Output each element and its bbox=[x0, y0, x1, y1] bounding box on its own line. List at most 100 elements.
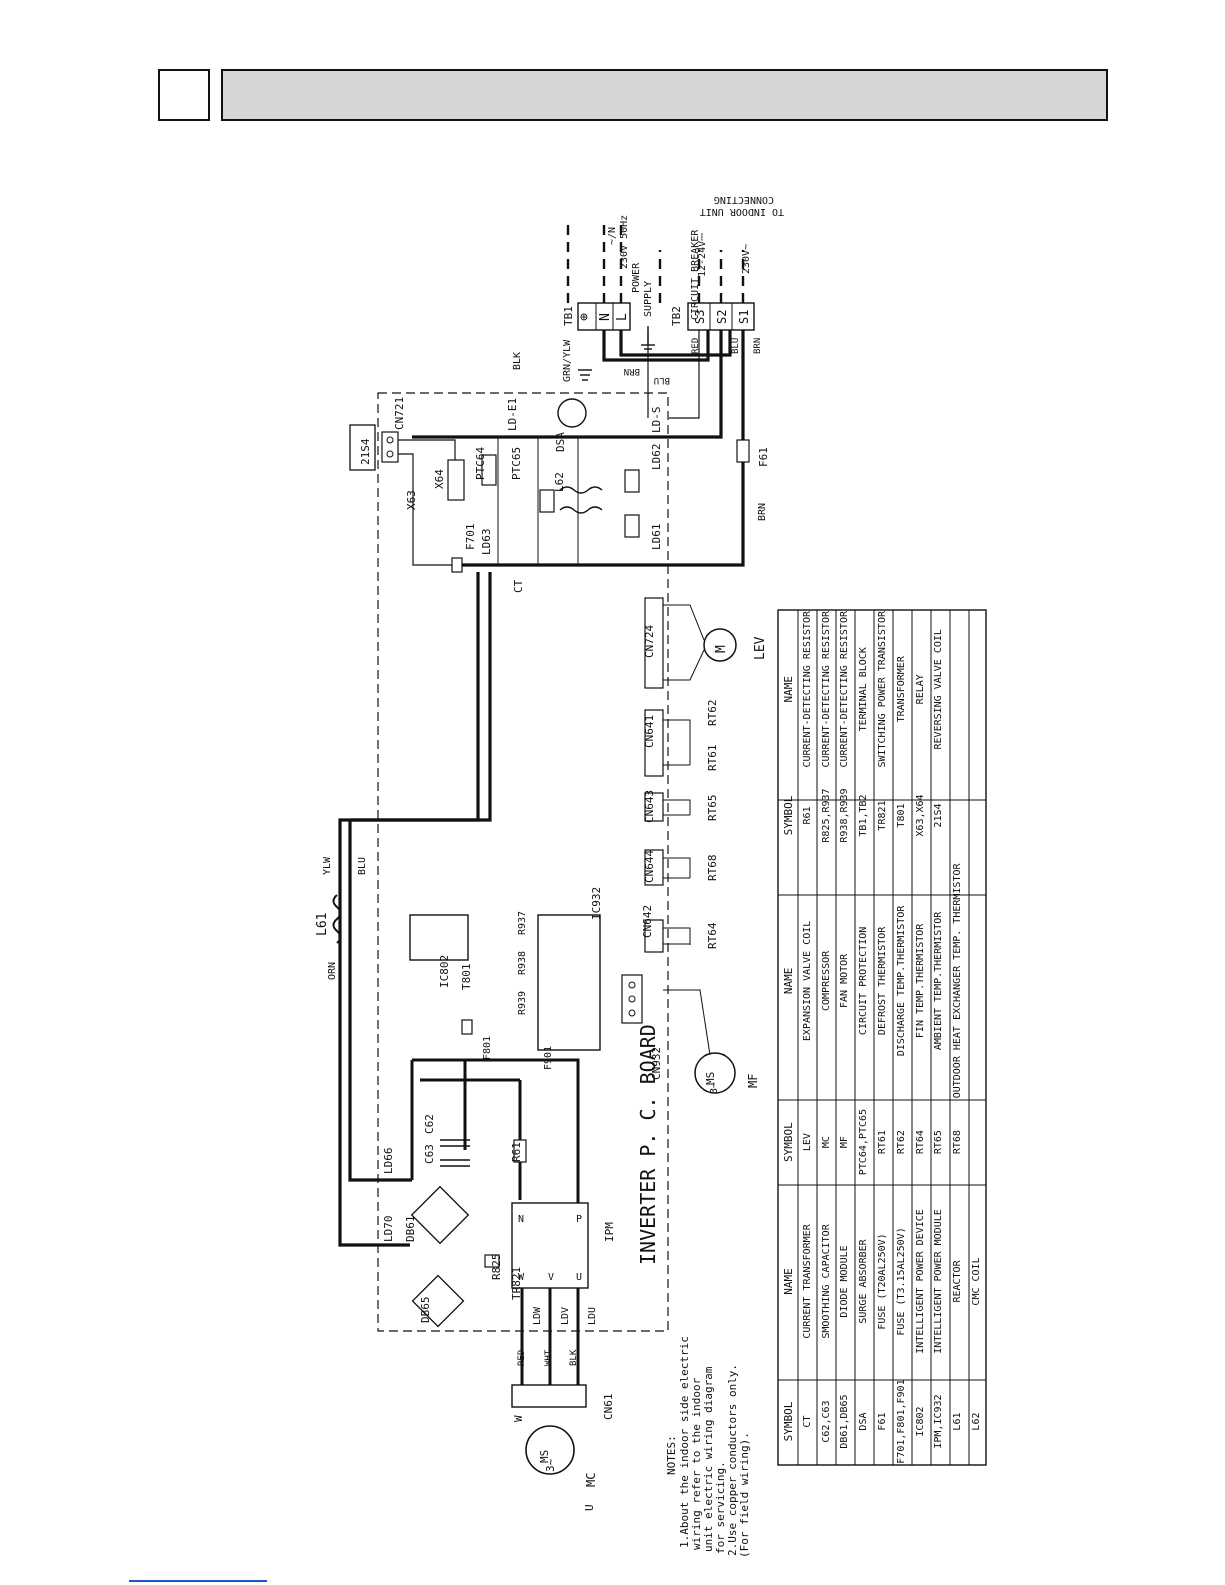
diode-module-db65: DB65 bbox=[411, 1274, 465, 1328]
th-name-3: NAME bbox=[781, 676, 795, 703]
brn-label-1: BRN bbox=[624, 366, 640, 376]
x64-label: X64 bbox=[433, 469, 446, 489]
db65-label: DB65 bbox=[419, 1297, 432, 1324]
dc-voltage-label: 12-24V⎓ bbox=[697, 233, 708, 277]
table-cell: RELAY bbox=[914, 674, 926, 705]
fan-3phase-label: 3~ bbox=[709, 1082, 720, 1094]
ic932-module: IC932 bbox=[537, 887, 603, 1051]
svg-text:POWER: POWER bbox=[631, 262, 642, 293]
lev-coil: M LEV bbox=[703, 628, 768, 662]
reactor-wires bbox=[338, 572, 492, 1247]
ipm-module: IPM N P W V U bbox=[511, 1202, 616, 1289]
table-cell: FIN TEMP.THERMISTOR bbox=[914, 923, 926, 1039]
table-cell bbox=[948, 769, 967, 863]
dc-bus bbox=[410, 1058, 580, 1203]
f901-label: F901 bbox=[543, 1046, 554, 1070]
f701-label: F701 bbox=[464, 524, 477, 551]
table-cell: AMBIENT TEMP.THERMISTOR bbox=[933, 911, 945, 1051]
table-cell: FUSE (T20AL250V) bbox=[877, 1233, 889, 1330]
svg-text:230V 50Hz: 230V 50Hz bbox=[619, 215, 630, 269]
r939-label: R939 bbox=[517, 991, 528, 1015]
f61-label: F61 bbox=[757, 447, 770, 467]
table-cell: FAN MOTOR bbox=[839, 953, 851, 1008]
fuse-f801: F801 bbox=[461, 1019, 493, 1060]
table-cell: TR821 bbox=[877, 800, 889, 831]
ac-voltage-label: 230V~ bbox=[741, 244, 752, 274]
table-cell: REVERSING VALVE COIL bbox=[933, 629, 945, 750]
s214-label: 21S4 bbox=[359, 438, 372, 465]
table-cell: R61 bbox=[801, 806, 813, 825]
tb2-terminal-s3: S3 bbox=[693, 310, 707, 324]
table-cell: INTELLIGENT POWER MODULE bbox=[933, 1209, 945, 1354]
ic802-module: IC802 bbox=[409, 914, 469, 988]
table-cell: SWITCHING POWER TRANSISTOR bbox=[877, 611, 889, 768]
cn724-label: CN724 bbox=[643, 625, 656, 658]
table-cell: F701,F801,F901 bbox=[895, 1379, 907, 1464]
red-label-tb: RED bbox=[691, 338, 701, 354]
table-cell: RT62 bbox=[895, 1130, 907, 1155]
table-cell: SMOOTHING CAPACITOR bbox=[820, 1224, 832, 1339]
table-cell: DSA bbox=[858, 1412, 870, 1431]
tb2-terminal-s1: S1 bbox=[737, 310, 751, 324]
compressor-motor: MS 3~ MC W U bbox=[512, 1415, 598, 1511]
connector-cn642: CN642 RT64 bbox=[641, 905, 719, 953]
ms-label: MS bbox=[538, 1450, 551, 1463]
brn-label-2: BRN bbox=[757, 503, 768, 521]
rt61-label: RT61 bbox=[706, 745, 719, 772]
rt68-label: RT68 bbox=[706, 855, 719, 882]
grn-ylw-label: GRN/YLW bbox=[562, 339, 573, 382]
table-cell: PTC64,PTC65 bbox=[858, 1108, 870, 1176]
table-cell: CURRENT-DETECTING RESISTOR bbox=[839, 611, 851, 768]
diode-module-db61: DB61 bbox=[404, 1185, 470, 1245]
table-cell: X63,X64 bbox=[914, 794, 926, 837]
connector-cn932: CN932 bbox=[621, 974, 663, 1080]
table-cell bbox=[967, 1099, 986, 1185]
th-name-1: NAME bbox=[781, 1268, 795, 1295]
mc-w-label: W bbox=[512, 1415, 525, 1422]
mc-u-label: U bbox=[583, 1504, 596, 1511]
reversing-valve-21s4: 21S4 bbox=[349, 424, 376, 471]
table-cell: INTELLIGENT POWER DEVICE bbox=[914, 1209, 926, 1354]
table-cell: IPM,IC932 bbox=[933, 1394, 945, 1449]
table-cell: DISCHARGE TEMP.THERMISTOR bbox=[895, 905, 907, 1057]
ptc65-label: PTC65 bbox=[510, 447, 523, 480]
notes-line-3: unit electric wiring diagram bbox=[702, 1366, 715, 1552]
rt62-label: RT62 bbox=[706, 700, 719, 727]
tb1-terminal-n: N bbox=[598, 313, 613, 321]
rt65-label: RT65 bbox=[706, 795, 719, 822]
field-wiring bbox=[566, 220, 745, 303]
table-cell: CT bbox=[801, 1415, 813, 1428]
r938-label: R938 bbox=[517, 951, 528, 975]
cn61-label: CN61 bbox=[602, 1394, 615, 1421]
three-phase-label: 3~ bbox=[544, 1458, 557, 1472]
connector-cn644: CN644 RT68 bbox=[643, 849, 719, 886]
cn721-label: CN721 bbox=[393, 397, 406, 430]
fan-ms-label: MS bbox=[704, 1072, 717, 1085]
table-cell: C62,C63 bbox=[820, 1400, 832, 1443]
table-cell: TB1,TB2 bbox=[858, 794, 870, 837]
notes-line-1: 1.About the indoor side electric bbox=[678, 1336, 691, 1548]
table-cell: IC802 bbox=[914, 1406, 926, 1437]
ipm-u: U bbox=[576, 1272, 582, 1283]
tb2-label: TB2 bbox=[670, 306, 683, 326]
connector-cn721: CN721 bbox=[381, 397, 406, 463]
ipm-w: W bbox=[518, 1272, 525, 1283]
cn641-label: CN641 bbox=[643, 715, 656, 748]
cn643-label: CN643 bbox=[643, 790, 656, 823]
ld70-label: LD70 bbox=[382, 1216, 395, 1243]
table-cell: R938,R939 bbox=[839, 788, 851, 843]
tb1-terminal-l: L bbox=[615, 313, 630, 321]
blk-label-cn61: BLK bbox=[569, 1349, 579, 1366]
ld63-label: LD63 bbox=[480, 529, 493, 556]
table-cell: MC bbox=[820, 1136, 832, 1149]
ground-icon bbox=[578, 326, 655, 381]
footer-link-underline[interactable] bbox=[129, 1580, 267, 1582]
table-cell: F61 bbox=[877, 1412, 889, 1431]
power-supply-text: ~/N 230V 50Hz POWER SUPPLY bbox=[607, 215, 654, 317]
ipm-p: P bbox=[576, 1214, 582, 1225]
section-number-box bbox=[158, 69, 210, 121]
table-cell: DB61,DB65 bbox=[839, 1394, 851, 1449]
